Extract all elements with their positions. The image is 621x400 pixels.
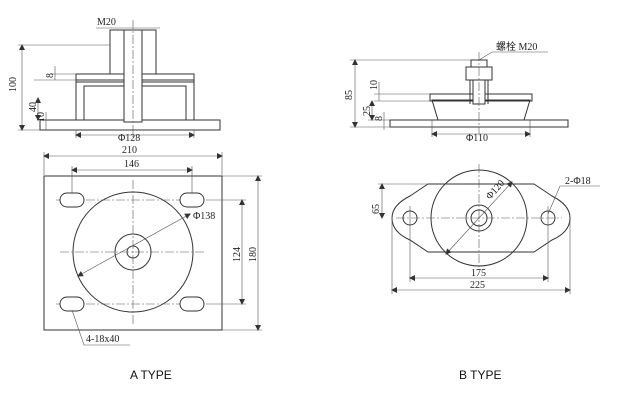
b-flange-outline — [391, 183, 571, 253]
b-base-diameter-label: Φ110 — [466, 133, 488, 144]
b-lower-block-label: 25 — [362, 106, 373, 116]
b-total-height-label: 85 — [344, 90, 355, 100]
b-type-caption: B TYPE — [459, 368, 501, 382]
b-top-view: Φ120 2-Φ18 65 175 225 — [371, 164, 600, 294]
b-circle-diameter-label: Φ120 — [484, 178, 507, 202]
a-type-caption: A TYPE — [130, 368, 172, 382]
a-bottom-plate-label: 10 — [36, 112, 47, 122]
b-bolt-leader — [478, 51, 548, 61]
b-side-view: 螺栓 M20 85 10 25 8 Φ110 — [344, 40, 569, 144]
a-base-diameter-label: Φ128 — [118, 133, 140, 144]
a-bolt-label: M20 — [97, 17, 116, 28]
b-hole-note: 2-Φ18 — [565, 176, 591, 187]
b-hole-leader — [547, 185, 600, 215]
b-hole-spacing-label: 175 — [471, 268, 486, 279]
a-top-view: 210 146 Φ138 124 180 4-18x40 — [43, 145, 262, 346]
a-slot-note: 4-18x40 — [86, 334, 119, 345]
a-width-outer-label: 210 — [122, 145, 137, 156]
b-circle-diameter-dim-line — [445, 181, 513, 255]
a-plate-outline — [43, 175, 223, 331]
a-lower-block-label: 40 — [28, 102, 39, 112]
b-overall-width-label: 225 — [470, 280, 485, 291]
a-slot-top-left — [59, 192, 85, 208]
a-circle-diameter-dim-line — [77, 213, 191, 277]
a-height-outer-label: 180 — [248, 247, 259, 262]
a-height-inner-label: 124 — [232, 247, 243, 262]
b-bolt-label: 螺栓 M20 — [496, 40, 537, 53]
b-base-plate-label: 8 — [374, 116, 385, 121]
b-rubber-block — [431, 99, 531, 121]
a-width-holes-label: 146 — [124, 159, 139, 170]
a-slot-bottom-right — [179, 296, 205, 312]
b-half-height-label: 65 — [371, 204, 382, 214]
a-slot-leader — [71, 309, 130, 346]
a-circle-diameter-label: Φ138 — [193, 211, 215, 222]
a-top-plate-label: 8 — [45, 73, 56, 78]
a-total-height-label: 100 — [8, 77, 19, 92]
a-slot-top-right — [179, 192, 205, 208]
a-side-view: M20 100 8 40 10 Φ128 — [8, 17, 221, 144]
a-slot-bottom-left — [59, 296, 85, 312]
b-top-plate-label: 10 — [369, 80, 380, 90]
